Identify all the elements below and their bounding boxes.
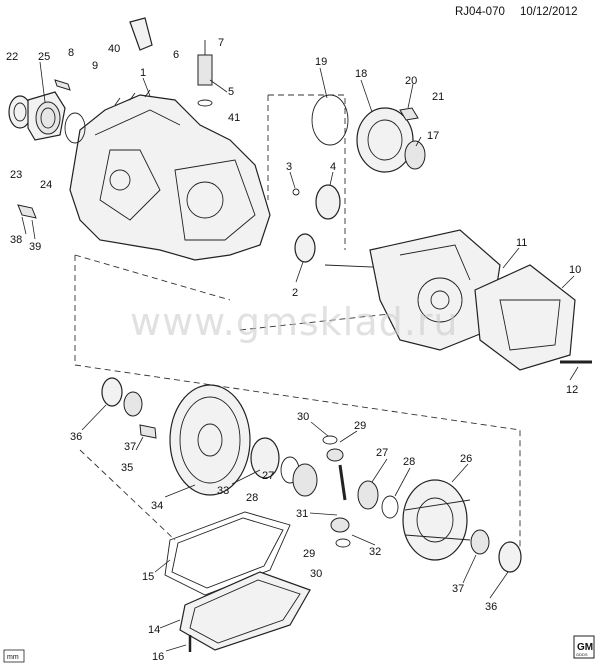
callout-38: 38 (10, 234, 22, 246)
bearing (294, 233, 316, 263)
callout-15: 15 (142, 571, 154, 583)
callout-11: 11 (516, 237, 527, 249)
callout-37a: 37 (124, 441, 136, 453)
bolt (399, 107, 419, 121)
callout-9: 9 (92, 60, 98, 72)
callout-20: 20 (405, 75, 417, 87)
side-housing (8, 91, 66, 141)
oil-pan (179, 571, 311, 651)
transmission-case (69, 89, 271, 261)
end-cover (474, 264, 576, 371)
side-gear (292, 463, 318, 497)
callout-4: 4 (330, 161, 336, 173)
unit-label: mm (7, 654, 19, 661)
seal (315, 184, 341, 220)
callout-8: 8 (68, 47, 74, 59)
callout-30a: 30 (297, 411, 309, 423)
callout-41: 41 (228, 112, 240, 124)
bearing-cone (470, 529, 490, 555)
o-ring-large (311, 94, 349, 146)
diagram-code: RJ04-070 (455, 6, 505, 18)
pin (292, 188, 300, 196)
callout-3: 3 (286, 161, 292, 173)
bearing-cup (101, 377, 123, 407)
callout-2: 2 (292, 287, 298, 299)
callout-12: 12 (566, 384, 578, 396)
callout-21: 21 (432, 91, 444, 103)
gm-logo: GM GDDS (573, 635, 595, 659)
callout-31: 31 (296, 508, 308, 520)
callout-14: 14 (148, 624, 160, 636)
callout-34: 34 (151, 500, 163, 512)
clutch-drum (356, 107, 414, 173)
callout-37b: 37 (452, 583, 464, 595)
callout-25: 25 (38, 51, 50, 63)
callout-29a: 29 (354, 420, 366, 432)
gm-logo-text: GM (577, 642, 593, 653)
pan-gasket (164, 511, 291, 596)
temp-sensor (17, 204, 37, 219)
gm-logo-sub: GDDS (576, 652, 588, 657)
tone-ring (250, 437, 280, 479)
callout-32: 32 (369, 546, 381, 558)
callout-40: 40 (108, 43, 120, 55)
callout-28b: 28 (246, 492, 258, 504)
bearing (404, 140, 426, 170)
callout-36b: 36 (485, 601, 497, 613)
leader-lines (21, 61, 579, 652)
callout-1: 1 (140, 67, 146, 79)
plug (129, 17, 153, 51)
bearing-cone (123, 391, 143, 417)
speed-sensor (197, 40, 213, 107)
callout-30b: 30 (310, 568, 322, 580)
unit-tag: mm (3, 649, 25, 663)
callout-22: 22 (6, 51, 18, 63)
callout-labels: 1 2 3 4 5 6 7 8 9 10 11 12 14 15 16 17 1… (6, 37, 581, 663)
pinion-gears (322, 435, 399, 548)
callout-19: 19 (315, 56, 327, 68)
diagram-date: 10/12/2012 (520, 6, 578, 18)
differential-case (402, 479, 471, 561)
gear-shaft-assembly (324, 229, 501, 351)
callout-27b: 27 (262, 470, 274, 482)
callout-18: 18 (355, 68, 367, 80)
callout-27a: 27 (376, 447, 388, 459)
callout-35: 35 (121, 462, 133, 474)
bolt (139, 424, 157, 439)
o-ring (64, 112, 86, 144)
callout-26: 26 (460, 453, 472, 465)
callout-5: 5 (228, 86, 234, 98)
callout-10: 10 (569, 264, 581, 276)
callout-6: 6 (173, 49, 179, 61)
callout-28a: 28 (403, 456, 415, 468)
callout-23: 23 (10, 169, 22, 181)
callout-39: 39 (29, 241, 41, 253)
callout-16: 16 (152, 651, 164, 663)
callout-33: 33 (217, 485, 229, 497)
watermark: www.gmsklad.ru (130, 300, 459, 344)
callout-17: 17 (427, 130, 439, 142)
callout-36a: 36 (70, 431, 82, 443)
bolt (54, 79, 71, 91)
callout-29b: 29 (303, 548, 315, 560)
ring-gear (169, 384, 251, 496)
callout-24: 24 (40, 179, 52, 191)
callout-7: 7 (218, 37, 224, 49)
bearing-cup (498, 541, 522, 573)
